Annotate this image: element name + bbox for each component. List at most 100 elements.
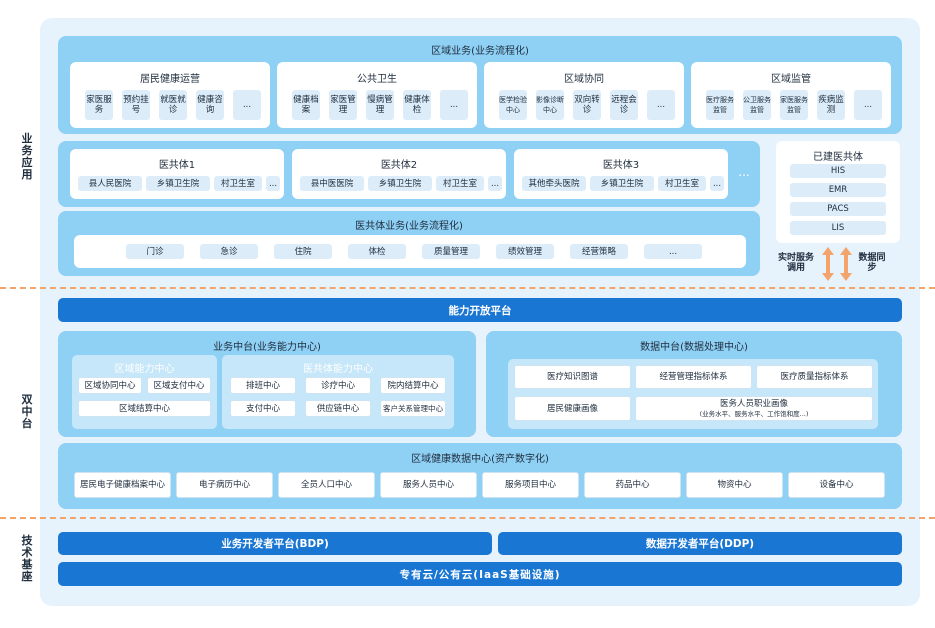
data-chip: 居民健康画像 bbox=[514, 396, 631, 421]
alliance-business-title: 医共体业务(业务流程化) bbox=[355, 221, 463, 232]
service-chip: 家医服务监管 bbox=[780, 90, 808, 120]
system-chip: PACS bbox=[790, 202, 886, 216]
label-data-sync: 数据同步 bbox=[858, 253, 886, 273]
data-chip: 医疗知识图谱 bbox=[514, 365, 631, 389]
data-center-chip: 物资中心 bbox=[686, 472, 783, 498]
more-chip: ... bbox=[233, 90, 261, 120]
business-chip: 住院 bbox=[274, 244, 332, 259]
business-chip: 绩效管理 bbox=[496, 244, 554, 259]
alliance-title: 医共体3 bbox=[602, 160, 640, 171]
more-chip: ... bbox=[266, 176, 280, 191]
built-alliance-title: 已建医共体 bbox=[813, 152, 863, 163]
service-chip: 远程会诊 bbox=[610, 90, 638, 120]
divider-bottom bbox=[0, 517, 935, 519]
group-resident-health: 居民健康运营 家医服务 预约挂号 就医就诊 健康咨询 ... bbox=[70, 62, 270, 128]
hospital-chip: 村卫生室 bbox=[436, 176, 484, 191]
health-data-panel: 区域健康数据中心(资产数字化) 居民电子健康档案中心 电子病历中心 全员人口中心… bbox=[58, 443, 902, 509]
business-chip: 体检 bbox=[348, 244, 406, 259]
capability-chip: 供应链中心 bbox=[305, 400, 371, 417]
portrait-chip: 医务人员职业画像 (业务水平、服务水平、工作饱和度...) bbox=[635, 396, 873, 421]
divider-top bbox=[0, 287, 935, 289]
portrait-title: 医务人员职业画像 bbox=[719, 398, 788, 409]
ddp-bar: 数据开发者平台(DDP) bbox=[498, 532, 902, 555]
business-chip: 经营策略 bbox=[570, 244, 628, 259]
hospital-chip: 村卫生室 bbox=[658, 176, 706, 191]
alliance-card-3: 医共体3 其他牵头医院 乡镇卫生院 村卫生室 ... bbox=[514, 149, 728, 199]
service-chip: 预约挂号 bbox=[122, 90, 150, 120]
service-chip: 双向转诊 bbox=[573, 90, 601, 120]
arrow-data-sync bbox=[840, 247, 852, 281]
service-chip: 影像诊断中心 bbox=[536, 90, 564, 120]
alliance-panel: 医共体1 县人民医院 乡镇卫生院 村卫生室 ... 医共体2 县中医医院 乡镇卫… bbox=[58, 141, 760, 207]
service-chip: 健康档案 bbox=[292, 90, 320, 120]
group-title: 居民健康运营 bbox=[140, 74, 200, 85]
data-center-chip: 服务人员中心 bbox=[380, 472, 477, 498]
label-realtime-call: 实时服务调用 bbox=[777, 253, 814, 273]
capability-chip: 客户关系管理中心 bbox=[380, 400, 446, 417]
regional-capability-box: 区域能力中心 区域协同中心 区域支付中心 区域结算中心 bbox=[72, 355, 217, 429]
iaas-bar: 专有云/公有云(IaaS基础设施) bbox=[58, 562, 902, 586]
capability-chip: 诊疗中心 bbox=[305, 377, 371, 394]
system-chip: EMR bbox=[790, 183, 886, 197]
hospital-chip: 乡镇卫生院 bbox=[590, 176, 654, 191]
alliance-title: 医共体1 bbox=[158, 160, 196, 171]
alliance-card-1: 医共体1 县人民医院 乡镇卫生院 村卫生室 ... bbox=[70, 149, 284, 199]
data-chip: 医疗质量指标体系 bbox=[756, 365, 873, 389]
system-chip: HIS bbox=[790, 164, 886, 178]
health-data-title: 区域健康数据中心(资产数字化) bbox=[411, 454, 549, 465]
alliance-card-2: 医共体2 县中医医院 乡镇卫生院 村卫生室 ... bbox=[292, 149, 506, 199]
more-chip: ... bbox=[488, 176, 502, 191]
service-chip: 医疗服务监管 bbox=[706, 90, 734, 120]
built-alliance-box: 已建医共体 HIS EMR PACS LIS bbox=[776, 141, 900, 243]
more-chip: ... bbox=[710, 176, 724, 191]
side-label-tech: 技术基座 bbox=[21, 534, 33, 583]
service-chip: 健康体检 bbox=[403, 90, 431, 120]
data-center-chip: 居民电子健康档案中心 bbox=[74, 472, 171, 498]
hospital-chip: 其他牵头医院 bbox=[522, 176, 586, 191]
business-chip: 门诊 bbox=[126, 244, 184, 259]
business-center-title: 业务中台(业务能力中心) bbox=[213, 342, 321, 353]
capability-chip: 院内结算中心 bbox=[380, 377, 446, 394]
business-center-panel: 业务中台(业务能力中心) 区域能力中心 区域协同中心 区域支付中心 区域结算中心… bbox=[58, 331, 476, 437]
more-chip: ... bbox=[854, 90, 882, 120]
capability-chip: 区域协同中心 bbox=[78, 377, 142, 394]
data-center-chip: 电子病历中心 bbox=[176, 472, 273, 498]
group-title: 区域监管 bbox=[771, 74, 811, 85]
hospital-chip: 县中医医院 bbox=[300, 176, 364, 191]
service-chip: 慢病管理 bbox=[366, 90, 394, 120]
data-center-chip: 药品中心 bbox=[584, 472, 681, 498]
service-chip: 公卫服务监管 bbox=[743, 90, 771, 120]
service-chip: 就医就诊 bbox=[159, 90, 187, 120]
data-center-chip: 服务项目中心 bbox=[482, 472, 579, 498]
data-center-title: 数据中台(数据处理中心) bbox=[640, 342, 748, 353]
data-center-box: 医疗知识图谱 经营管理指标体系 医疗质量指标体系 居民健康画像 医务人员职业画像… bbox=[508, 359, 878, 429]
group-title: 区域协同 bbox=[564, 74, 604, 85]
alliance-title: 医共体2 bbox=[380, 160, 418, 171]
capability-chip: 区域结算中心 bbox=[78, 400, 211, 417]
portrait-subtitle: (业务水平、服务水平、工作饱和度...) bbox=[699, 409, 809, 418]
regional-business-panel: 区域业务(业务流程化) 居民健康运营 家医服务 预约挂号 就医就诊 健康咨询 .… bbox=[58, 36, 902, 134]
open-platform-bar: 能力开放平台 bbox=[58, 298, 902, 322]
business-chip: 质量管理 bbox=[422, 244, 480, 259]
arrow-realtime-call bbox=[822, 247, 834, 281]
hospital-chip: 乡镇卫生院 bbox=[146, 176, 210, 191]
hospital-chip: 县人民医院 bbox=[78, 176, 142, 191]
service-chip: 家医管理 bbox=[329, 90, 357, 120]
business-chip: 急诊 bbox=[200, 244, 258, 259]
alliance-capability-box: 医共体能力中心 排班中心 诊疗中心 院内结算中心 支付中心 供应链中心 客户关系… bbox=[222, 355, 454, 429]
service-chip: 健康咨询 bbox=[196, 90, 224, 120]
alliance-business-panel: 医共体业务(业务流程化) 门诊 急诊 住院 体检 质量管理 绩效管理 经营策略 … bbox=[58, 211, 760, 276]
data-chip: 经营管理指标体系 bbox=[635, 365, 752, 389]
service-chip: 医学检验中心 bbox=[499, 90, 527, 120]
capability-chip: 支付中心 bbox=[230, 400, 296, 417]
regional-capability-title: 区域能力中心 bbox=[114, 364, 175, 375]
alliance-capability-title: 医共体能力中心 bbox=[303, 364, 373, 375]
side-label-business: 业务应用 bbox=[21, 132, 33, 181]
alliance-more: ... bbox=[738, 165, 750, 179]
bdp-bar: 业务开发者平台(BDP) bbox=[58, 532, 492, 555]
service-chip: 疾病监测 bbox=[817, 90, 845, 120]
data-center-chip: 设备中心 bbox=[788, 472, 885, 498]
data-center-panel: 数据中台(数据处理中心) 医疗知识图谱 经营管理指标体系 医疗质量指标体系 居民… bbox=[486, 331, 902, 437]
alliance-business-box: 门诊 急诊 住院 体检 质量管理 绩效管理 经营策略 ... bbox=[74, 235, 746, 268]
more-chip: ... bbox=[440, 90, 468, 120]
